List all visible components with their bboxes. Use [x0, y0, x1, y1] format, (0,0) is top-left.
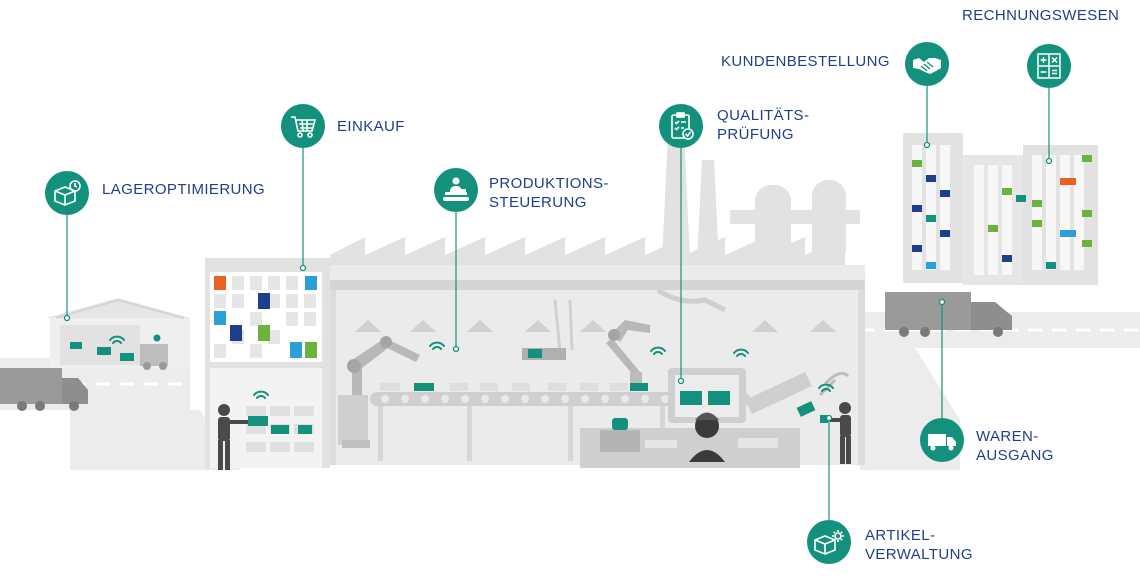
label-lageroptimierung: LAGEROPTIMIERUNG	[102, 180, 265, 199]
truck-icon	[920, 418, 964, 462]
label-einkauf: EINKAUF	[337, 117, 405, 136]
wifi-signals	[109, 335, 834, 399]
robot-arm-1	[338, 336, 420, 448]
handshake-icon	[905, 42, 949, 86]
label-line-1: ARTIKEL-	[865, 527, 936, 544]
box-clock-icon	[45, 171, 89, 215]
label-line-1: WAREN-	[976, 428, 1039, 445]
worker-conveyor-icon	[434, 168, 478, 212]
label-line-2: STEUERUNG	[489, 194, 587, 211]
label-line-1: QUALITÄTS-	[717, 107, 810, 124]
label-produktionssteuerung: PRODUKTIONS- STEUERUNG	[489, 174, 609, 212]
label-qualitaetspruefung: QUALITÄTS- PRÜFUNG	[717, 106, 809, 144]
control-desk	[580, 368, 800, 468]
sawtooth-roof	[330, 237, 845, 265]
clipboard-check-icon	[659, 104, 703, 148]
hall-lamps	[355, 320, 836, 332]
truck-left	[0, 368, 88, 411]
label-text: KUNDENBESTELLUNG	[721, 53, 890, 70]
worker-left	[218, 404, 268, 470]
connector-dots	[63, 141, 1053, 422]
office-towers	[903, 133, 1098, 285]
conveyor	[370, 371, 850, 461]
robot-arm-2	[606, 320, 650, 384]
label-text: LAGEROPTIMIERUNG	[102, 181, 266, 198]
worker-right	[820, 402, 851, 464]
label-text: EINKAUF	[337, 118, 405, 135]
connector-lines	[66, 86, 1050, 520]
gripper	[522, 348, 566, 360]
label-artikelverwaltung: ARTIKEL- VERWALTUNG	[865, 526, 973, 564]
label-line-2: PRÜFUNG	[717, 126, 794, 143]
shopping-cart-icon	[281, 104, 325, 148]
label-warenausgang: WAREN- AUSGANG	[976, 427, 1054, 465]
label-text: RECHNUNGSWESEN	[962, 7, 1120, 24]
label-line-1: PRODUKTIONS-	[489, 175, 609, 192]
truck-right	[885, 292, 1012, 337]
calculator-icon	[1027, 44, 1071, 88]
label-kundenbestellung: KUNDENBESTELLUNG	[721, 52, 890, 71]
box-gear-icon	[807, 520, 851, 564]
label-line-2: VERWALTUNG	[865, 546, 973, 563]
label-line-2: AUSGANG	[976, 447, 1054, 464]
label-rechnungswesen: RECHNUNGSWESEN	[962, 6, 1119, 25]
